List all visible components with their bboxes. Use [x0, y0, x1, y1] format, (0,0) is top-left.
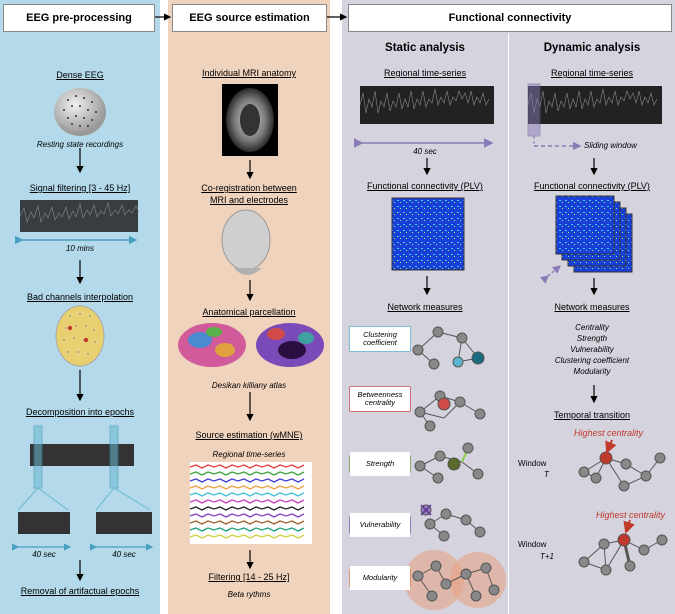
dynamic-network-label: Network measures	[554, 302, 630, 312]
source-estimation-label: Source estimation (wMNE)	[195, 430, 303, 440]
window-t-label: Window	[518, 459, 547, 468]
epoch-right	[96, 512, 152, 534]
epoch-length-right: 40 sec	[112, 550, 136, 559]
measure-betweenness: Betweenness centrality	[350, 387, 410, 411]
window-t1-value: T+1	[540, 552, 555, 561]
epoch-signal	[30, 444, 134, 466]
temporal-transition-label: Temporal transition	[553, 410, 631, 420]
network-graph-vulnerability	[420, 504, 486, 542]
dyn-measure-strength: Strength	[576, 334, 608, 343]
dynamic-plv-matrices	[555, 195, 615, 255]
static-dynamic-divider	[508, 33, 509, 614]
dyn-measure-centrality: Centrality	[575, 323, 609, 332]
dyn-measure-modularity: Modularity	[573, 367, 611, 376]
dyn-measure-vulnerability: Vulnerability	[570, 345, 614, 354]
epoch-left	[18, 512, 70, 534]
scalp-electrode-map	[55, 305, 105, 367]
highest-centrality-2: Highest centrality	[596, 510, 666, 520]
coreg-label-1: Co-registration between	[201, 183, 297, 193]
parcellation-label: Anatomical parcellation	[202, 307, 296, 317]
measure-strength: Strength	[350, 452, 410, 476]
eeg-head-image	[54, 88, 106, 136]
removal-label: Removal of artifactual epochs	[20, 586, 140, 596]
network-graph-clustering	[412, 326, 485, 370]
signal-filtering-label: Signal filtering [3 - 45 Hz]	[29, 183, 131, 193]
epochs-label: Decomposition into epochs	[25, 407, 135, 417]
static-network-label: Network measures	[387, 302, 463, 312]
epoch-length-left: 40 sec	[32, 550, 56, 559]
dynamic-analysis-title: Dynamic analysis	[543, 42, 641, 54]
static-regional-label: Regional time-series	[383, 68, 467, 78]
static-duration-label: 40 sec	[413, 147, 437, 156]
regional-time-series-plot	[189, 462, 312, 544]
resting-state-label: Resting state recordings	[36, 140, 124, 149]
bad-channels-label: Bad channels interpolation	[26, 292, 134, 302]
window-t-value: T	[544, 470, 549, 479]
measure-clustering: Clustering coefficient	[350, 327, 410, 351]
connectivity-header: Functional connectivity	[348, 4, 672, 32]
coreg-label-2: MRI and electrodes	[209, 195, 289, 205]
measure-modularity: Modularity	[350, 566, 410, 590]
atlas-label: Desikan killiany atlas	[211, 381, 287, 390]
beta-label: Beta rythms	[227, 590, 271, 599]
network-graph-strength	[414, 442, 484, 484]
static-fc-label: Functional connectivity (PLV)	[367, 181, 483, 191]
source-estimation-header: EEG source estimation	[172, 4, 327, 32]
static-plv-matrix	[391, 197, 465, 271]
filtering-label: Filtering [14 - 25 Hz]	[208, 572, 290, 582]
network-graph-modularity	[404, 550, 506, 610]
temporal-graph-t1	[578, 533, 668, 576]
dynamic-regional-label: Regional time-series	[550, 68, 634, 78]
dynamic-fc-label: Functional connectivity (PLV)	[534, 181, 650, 191]
sliding-window-label: Sliding window	[584, 141, 637, 150]
measure-vulnerability: Vulnerability	[350, 513, 410, 537]
regional-series-label: Regional time-series	[212, 450, 286, 459]
temporal-graph-t	[578, 451, 666, 492]
network-graph-betweenness	[414, 390, 486, 432]
window-t1-label: Window	[518, 540, 547, 549]
brain-parcellation-image	[178, 323, 324, 367]
mri-label: Individual MRI anatomy	[201, 68, 297, 78]
highest-centrality-1: Highest centrality	[574, 428, 644, 438]
head-mesh-image	[221, 209, 271, 275]
static-analysis-title: Static analysis	[385, 42, 465, 54]
filtered-signal	[20, 200, 138, 232]
dense-eeg-label: Dense EEG	[56, 70, 104, 80]
duration-label: 10 mins	[65, 244, 94, 253]
dyn-measure-clustering: Clustering coefficient	[554, 356, 630, 365]
preprocessing-header: EEG pre-processing	[3, 4, 155, 32]
